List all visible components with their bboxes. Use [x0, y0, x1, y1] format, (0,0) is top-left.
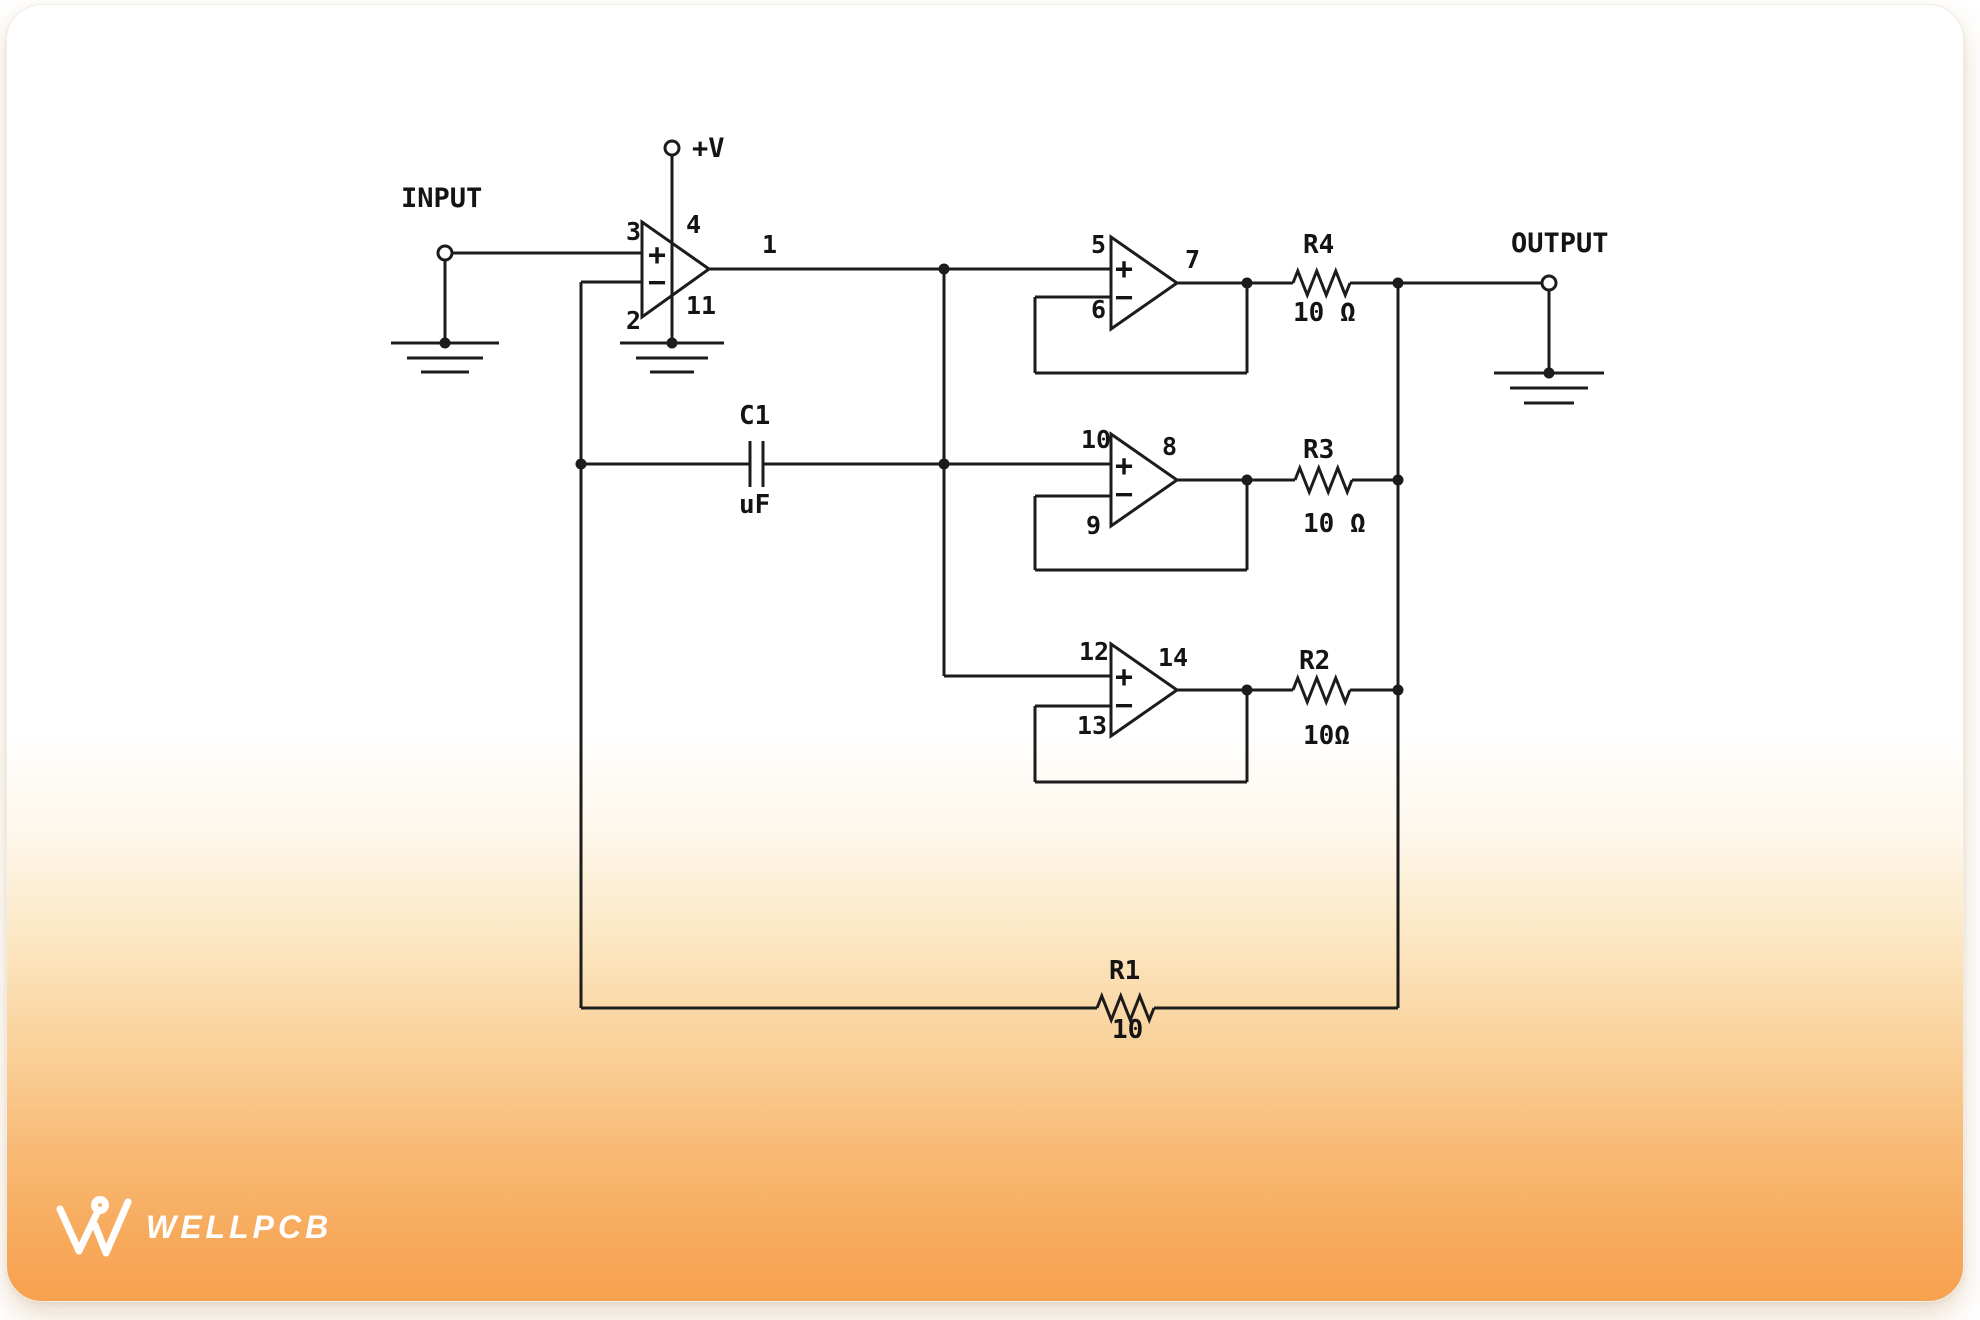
brand-logo-text: WELLPCB [146, 1208, 333, 1245]
resistor-value: 10 [1112, 1015, 1143, 1045]
pin-number: 8 [1162, 432, 1177, 461]
junction-dot [1241, 277, 1253, 289]
resistor-zigzag [1291, 673, 1352, 707]
input-section: INPUT [391, 183, 642, 374]
junction-dot [1241, 684, 1253, 696]
junction-dot [666, 337, 678, 349]
resistor-r4: R4 10 Ω [1291, 230, 1542, 328]
junction-dot [439, 337, 451, 349]
logo-v-left [56, 1205, 101, 1255]
resistor-ref: R3 [1303, 435, 1334, 465]
net-label: 1 [762, 230, 777, 259]
plus-icon: + [1115, 252, 1133, 287]
opamp-triangle [1109, 431, 1180, 529]
pin-number: 14 [1158, 643, 1188, 672]
resistor-ref: R4 [1303, 230, 1334, 260]
opamp-triangle [1109, 641, 1180, 739]
resistor-zigzag [1095, 991, 1156, 1025]
resistor-value: 10 Ω [1303, 509, 1366, 539]
resistor-ref: R1 [1109, 956, 1140, 986]
pin-number: 12 [1079, 637, 1109, 666]
pin-number: 7 [1185, 245, 1200, 274]
output-terminal [1540, 274, 1558, 292]
pin-number: 6 [1091, 295, 1106, 324]
pin-number: 5 [1091, 230, 1106, 259]
pin-number: 10 [1081, 425, 1111, 454]
brand-logo: WELLPCB [56, 1196, 332, 1258]
supply-label: +V [692, 133, 725, 164]
opamp-triangle [640, 219, 712, 320]
plus-icon: + [1115, 660, 1133, 695]
capacitor-value: uF [739, 490, 770, 520]
minus-icon: − [1115, 477, 1133, 512]
resistor-zigzag [1293, 463, 1354, 497]
wellpcb-mark-icon [56, 1196, 132, 1257]
resistor-ref: R2 [1299, 646, 1330, 676]
output-section: OUTPUT [1494, 228, 1609, 405]
pin-number: 4 [686, 210, 701, 239]
buffer-opamp-3: + − 12 13 14 [1033, 637, 1293, 784]
junction-dot [938, 263, 950, 275]
plus-icon: + [1115, 449, 1133, 484]
schematic-card [6, 4, 1964, 1302]
junction-dot [1543, 367, 1555, 379]
buffer-opamp-1: + − 5 6 7 [1033, 230, 1293, 375]
signal-bus [709, 263, 1111, 678]
feedback-loop: R1 10 [579, 282, 1400, 1045]
capacitor-ref: C1 [739, 401, 770, 431]
resistor-r3: R3 10 Ω [1293, 435, 1404, 539]
resistor-r2: R2 10Ω [1291, 646, 1404, 751]
pin-number: 11 [686, 291, 716, 320]
main-opamp: + − 3 2 4 11 1 [581, 155, 777, 374]
supply-terminal [663, 139, 681, 157]
resistor-value: 10 Ω [1293, 298, 1356, 328]
pin-number: 9 [1086, 511, 1101, 540]
junction-dot [1241, 474, 1253, 486]
resistor-value: 10Ω [1303, 721, 1350, 751]
pin-number: 3 [626, 217, 641, 246]
pin-number: 2 [626, 306, 641, 335]
pin-number: 13 [1077, 711, 1107, 740]
resistor-zigzag [1291, 266, 1352, 300]
minus-icon: − [648, 265, 666, 300]
output-label: OUTPUT [1511, 228, 1609, 259]
logo-node-circle [91, 1196, 109, 1214]
capacitor-c1: C1 uF [575, 401, 1111, 520]
input-label: INPUT [401, 183, 482, 214]
opamp-triangle [1109, 234, 1180, 332]
supply-section: +V [663, 133, 725, 164]
logo-v-right [91, 1198, 132, 1257]
buffer-opamp-2: + − 10 9 8 [1033, 425, 1295, 572]
input-terminal [436, 244, 454, 262]
plus-icon: + [648, 238, 666, 273]
minus-icon: − [1115, 280, 1133, 315]
minus-icon: − [1115, 688, 1133, 723]
